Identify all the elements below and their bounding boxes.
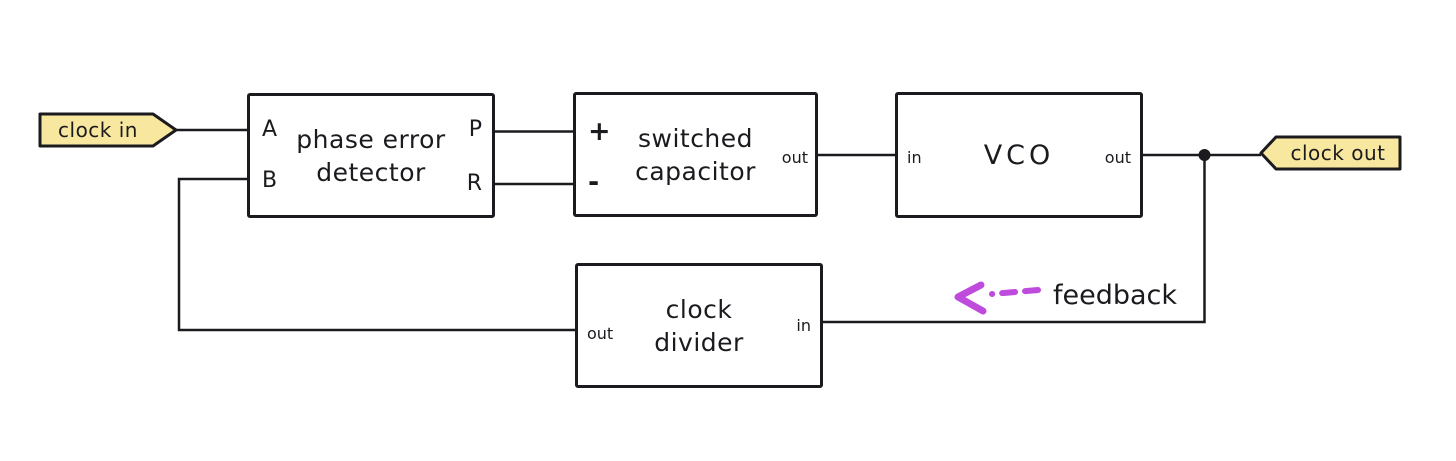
phase-error-detector-title-line2: detector [316, 157, 426, 187]
vco-title: VCO [898, 95, 1140, 215]
port-label-out: out [1104, 148, 1131, 167]
port-label-b: B [262, 168, 278, 193]
port-label-a: A [262, 117, 278, 142]
wire-divider-out-to-b [177, 177, 575, 332]
port-label-p: P [468, 117, 482, 142]
switched-capacitor-title-line2: capacitor [635, 156, 756, 186]
feedback-annotation-label: feedback [1052, 279, 1178, 311]
port-label-in: in [796, 316, 811, 335]
wire-feedback-to-divider-in [823, 155, 1206, 324]
port-label-out: out [587, 324, 614, 343]
clock-divider-title-line1: clock [665, 294, 733, 324]
port-label-out: out [781, 148, 808, 167]
phase-error-detector-title: phase error detector [250, 96, 492, 215]
vco-title-text: VCO [983, 139, 1055, 171]
block-phase-error-detector: A B P R phase error detector [247, 93, 495, 218]
block-switched-capacitor: + - out switched capacitor [573, 92, 818, 217]
block-clock-divider: out in clock divider [575, 263, 823, 388]
block-vco: in out VCO [895, 92, 1143, 218]
port-label-r: R [466, 171, 482, 196]
switched-capacitor-title: switched capacitor [576, 95, 815, 214]
clock-out-tag-label: clock out [1290, 141, 1386, 165]
clock-divider-title-line2: divider [654, 327, 744, 357]
clock-in-tag-label: clock in [58, 118, 138, 142]
port-label-plus: + [588, 116, 611, 147]
phase-error-detector-title-line1: phase error [296, 124, 446, 154]
port-label-in: in [907, 148, 922, 167]
clock-divider-title: clock divider [578, 266, 820, 385]
port-label-minus: - [588, 167, 600, 198]
junction-dot [1198, 149, 1211, 161]
feedback-arrow-dashes [989, 287, 1041, 297]
clock-in-tag-shape [38, 112, 178, 148]
clock-out-tag-shape [1259, 135, 1402, 171]
feedback-arrowhead-icon [954, 281, 987, 315]
switched-capacitor-title-line1: switched [637, 123, 754, 153]
